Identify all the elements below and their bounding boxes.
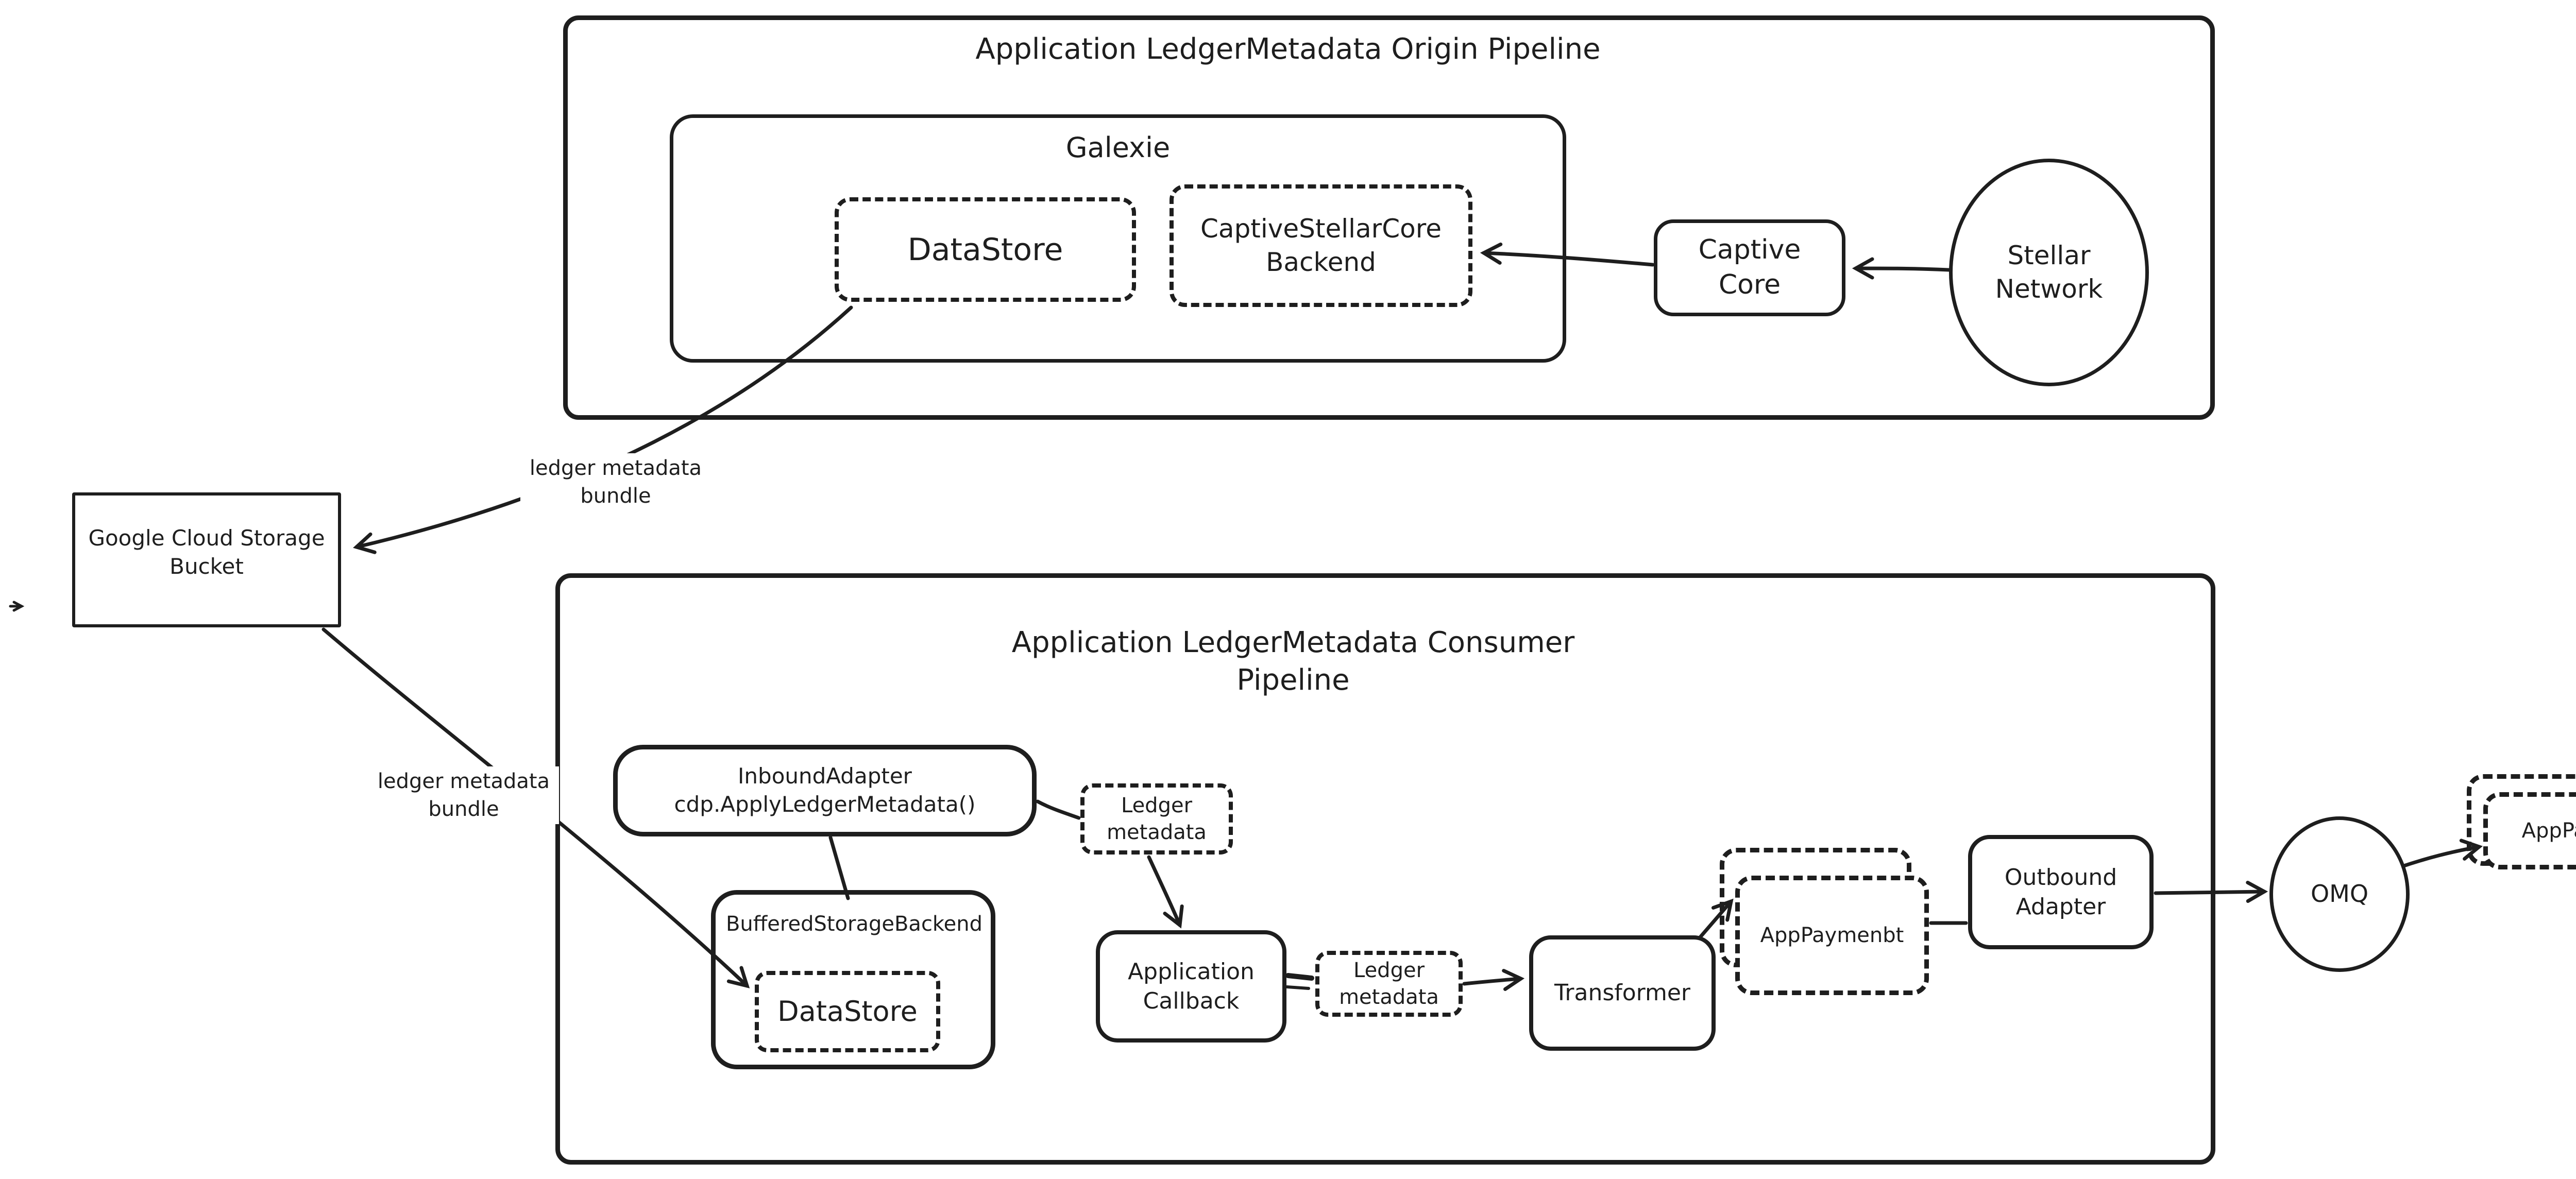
edge-label-bundle-top: ledger metadata bundle bbox=[520, 453, 711, 511]
app-paymenbt-instance-node: AppPaymenbt bbox=[1735, 876, 1929, 995]
consumer-pipeline-title: Application LedgerMetadata Consumer Pipe… bbox=[1011, 626, 1575, 697]
stellar-network-node: Stellar Network bbox=[1949, 159, 2149, 386]
consumer-datastore-node: DataStore bbox=[755, 971, 940, 1052]
origin-pipeline-title: Application LedgerMetadata Origin Pipeli… bbox=[975, 32, 1601, 66]
galexie-title: Galexie bbox=[1065, 131, 1171, 164]
app-paymenbt-external-node: AppPaymenbt bbox=[2483, 792, 2576, 869]
origin-pipeline-container bbox=[563, 15, 2215, 420]
outbound-adapter-node: Outbound Adapter bbox=[1968, 835, 2154, 949]
gcs-bucket-node: Google Cloud Storage Bucket bbox=[72, 492, 341, 627]
inbound-adapter-node: InboundAdapter cdp.ApplyLedgerMetadata() bbox=[613, 745, 1037, 836]
captivestellarcore-backend-node: CaptiveStellarCore Backend bbox=[1170, 184, 1472, 307]
origin-datastore-node: DataStore bbox=[835, 197, 1136, 302]
captive-core-node: Captive Core bbox=[1654, 219, 1845, 316]
transformer-node: Transformer bbox=[1529, 935, 1716, 1051]
omq-node: OMQ bbox=[2269, 816, 2410, 972]
ledger-metadata-out-node: Ledger metadata bbox=[1080, 783, 1233, 855]
buffered-storage-backend-title: BufferedStorageBackend bbox=[725, 912, 983, 936]
application-callback-node: Application Callback bbox=[1096, 930, 1286, 1043]
galexie-container bbox=[670, 114, 1566, 363]
ledger-metadata-in-node: Ledger metadata bbox=[1315, 951, 1463, 1017]
edge-label-bundle-bottom: ledger metadata bundle bbox=[368, 766, 559, 824]
